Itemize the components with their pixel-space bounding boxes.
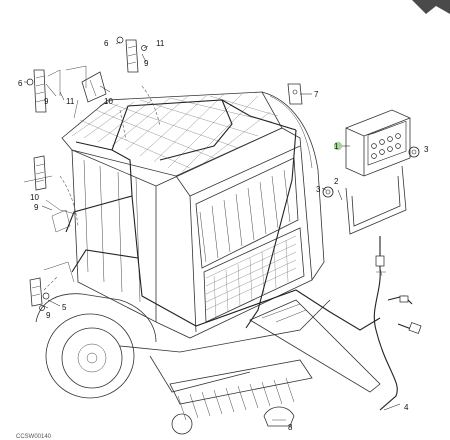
callout-9d: 9 [46,311,51,320]
callout-11a: 11 [156,39,165,48]
callout-5: 5 [62,303,67,312]
callout-7: 7 [314,90,319,99]
callout-6a: 6 [104,39,109,48]
callout-1: 1 [334,142,339,151]
callout-10a: 10 [104,97,113,106]
callout-2: 2 [334,177,339,186]
sensor-brackets [23,36,147,311]
callout-9a: 9 [144,59,149,68]
highlight-marker [333,141,343,151]
monitor-console [322,109,420,235]
baler-body [35,91,381,435]
wiring-harness [43,85,422,411]
callout-11b: 11 [66,97,75,106]
callout-4: 4 [404,403,409,412]
corner-arrow-icon [412,0,450,14]
callout-10b: 10 [30,193,39,202]
mounting-bracket-7 [287,83,303,105]
callout-6b: 6 [18,79,23,88]
callout-3b: 3 [424,145,429,154]
callout-8: 8 [288,423,293,432]
callout-3a: 3 [316,185,321,194]
leader-lines [24,41,401,411]
footer-code: CCSW00140 [16,434,52,440]
callout-labels: 1 2 3 3 4 5 6 6 7 8 9 9 9 9 10 10 11 11 [18,39,429,432]
callout-9b: 9 [44,97,49,106]
callout-9c: 9 [34,203,39,212]
